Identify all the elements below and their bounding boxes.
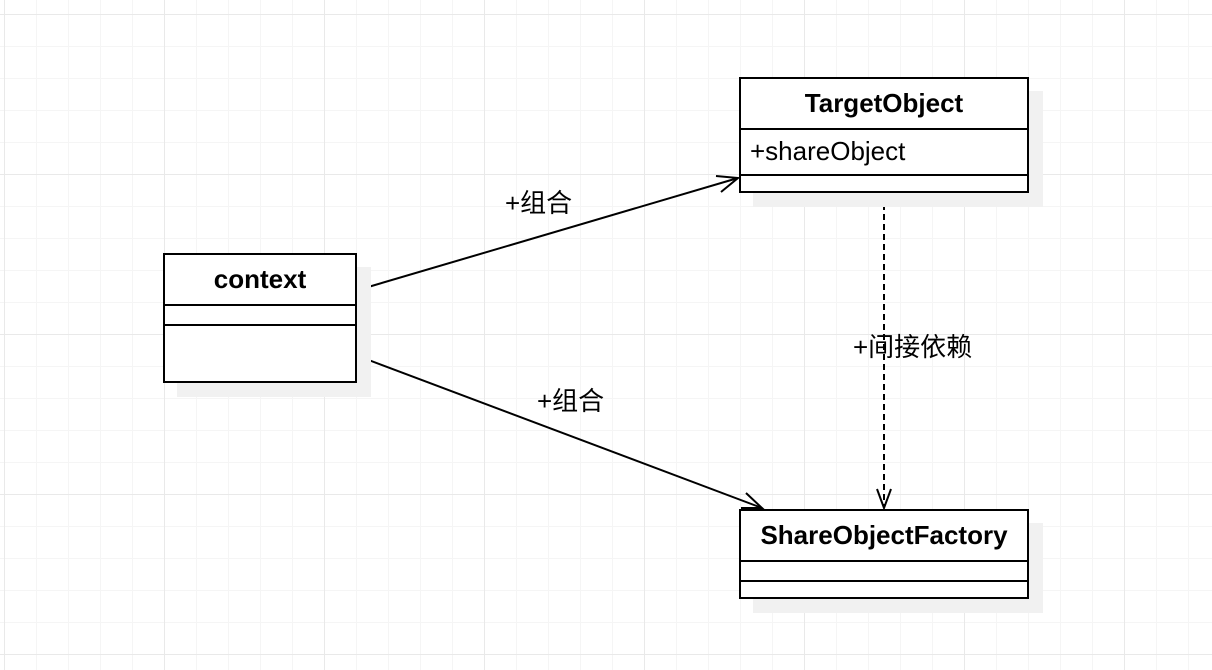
class-targetobject[interactable]: TargetObject +shareObject (739, 77, 1029, 193)
edge-label-composition-target: +组合 (505, 188, 573, 218)
arrowhead-open-icon (876, 488, 892, 511)
class-name: TargetObject (741, 79, 1027, 130)
edge-label-composition-factory: +组合 (537, 386, 605, 416)
class-name: ShareObjectFactory (741, 511, 1027, 562)
attributes-section: +shareObject (741, 130, 1027, 176)
methods-section (165, 326, 355, 381)
class-shareobjectfactory[interactable]: ShareObjectFactory (739, 509, 1029, 599)
edge-context-to-targetobject[interactable] (357, 177, 739, 291)
methods-section (741, 176, 1027, 191)
attributes-section (741, 562, 1027, 582)
attributes-section (165, 306, 355, 326)
class-name: context (165, 255, 355, 306)
class-context[interactable]: context (163, 253, 357, 383)
arrowhead-open-icon (741, 492, 765, 509)
arrowhead-open-icon (715, 175, 741, 193)
edge-label-dependency: +间接依赖 (853, 332, 973, 362)
methods-section (741, 582, 1027, 597)
attribute-item: +shareObject (750, 136, 906, 166)
edge-context-to-shareobjectfactory[interactable] (357, 355, 763, 509)
